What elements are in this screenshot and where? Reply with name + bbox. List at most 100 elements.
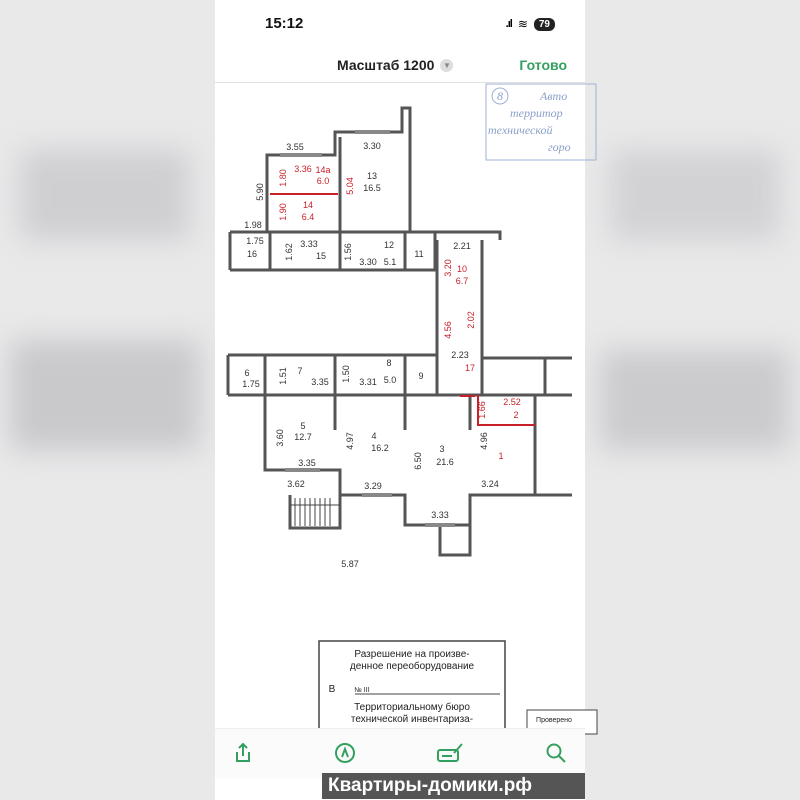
permit-text: Проверено [536,717,572,724]
dimension-label: 3.35 [311,377,329,387]
search-icon[interactable] [544,741,568,765]
dimension-label: 3.24 [481,479,499,489]
permit-box: Разрешение на произве- денное переоборуд… [318,640,598,737]
stamp-line: технической [488,123,553,137]
room-number: 1 [498,451,503,461]
room-area: 21.6 [436,457,454,467]
permit-text: Разрешение на произве- [354,649,469,660]
stamp-number: 8 [497,89,503,103]
room-labels: 3.55 3.30 3.36 14а 6.0 1.80 5.90 5.04 13… [242,141,521,569]
dimension-label: 3.55 [286,142,304,152]
dimension-label: 4.97 [345,432,355,450]
nav-bar: Масштаб 1200 ▼ Готово [215,52,585,83]
dimension-label: 5.87 [341,559,359,569]
share-icon[interactable] [231,741,255,765]
dimension-label: 3.36 [294,164,312,174]
stamp-line: территор [510,106,563,120]
room-number: 3 [439,444,444,454]
permit-text: Территориальному бюро [354,701,470,713]
room-area: 6.4 [302,212,315,222]
room-number: 13 [367,171,377,181]
room-number: 6 [244,368,249,378]
blurred-background [10,340,200,450]
red-partitions [270,193,535,426]
dimension-label: 3.30 [363,141,381,151]
stamp-line: горо [548,140,571,154]
dimension-label: 1.98 [244,220,262,230]
done-button[interactable]: Готово [519,57,567,73]
dimension-label: 3.33 [431,510,449,520]
room-area: 12.7 [294,432,312,442]
dimension-label: 3.31 [359,377,377,387]
dimension-label: 2.23 [451,350,469,360]
dimension-label: 5.04 [345,177,355,195]
room-number: 17 [465,363,475,373]
dimension-label: 4.56 [443,321,453,339]
permit-text: В [329,684,336,695]
dimension-label: 1.51 [278,367,288,385]
wifi-icon: ≋ [517,17,528,31]
signature-icon[interactable] [436,741,464,765]
status-time: 15:12 [265,15,304,32]
dimension-label: 3.20 [443,259,453,277]
walls [226,106,572,557]
dimension-label: 3.29 [364,481,382,491]
stamp-line: Авто [539,89,567,103]
room-number: 9 [418,371,423,381]
chevron-down-icon: ▼ [440,58,454,72]
watermark: Квартиры-домики.рф [322,773,585,799]
room-area: 5.1 [384,257,397,267]
dimension-label: 2.52 [503,397,521,407]
room-area: 16.2 [371,443,389,453]
dimension-label: 1.75 [242,379,260,389]
dimension-label: 1.62 [284,243,294,261]
dimension-label: 4.96 [479,432,489,450]
dimension-label: 3.35 [298,458,316,468]
blurred-background [610,150,780,240]
stairs [290,498,340,526]
dimension-label: 1.75 [246,236,264,246]
room-number: 2 [513,410,518,420]
blurred-background [20,150,190,240]
markup-icon[interactable] [333,741,357,765]
room-area: 16.5 [363,183,381,193]
dimension-label: 2.21 [453,241,471,251]
windows [280,130,455,527]
permit-text: № III [354,687,369,694]
room-number: 8 [386,358,391,368]
room-number: 12 [384,240,394,250]
dimension-label: 1.90 [278,203,288,221]
dimension-label: 2.02 [466,311,476,329]
room-number: 7 [297,366,302,376]
room-number: 14 [303,200,313,210]
dimension-label: 1.56 [343,243,353,261]
room-number: 15 [316,251,326,261]
room-number: 10 [457,264,467,274]
dimension-label: 3.60 [275,429,285,447]
room-area: 6.7 [456,276,469,286]
room-number: 14а [315,165,330,175]
toolbar-layer [215,0,585,800]
room-number: 16 [247,249,257,259]
status-icons: .ıl ≋ 79 [506,17,555,31]
permit-text: денное переоборудование [350,660,475,672]
dimension-label: 1.50 [341,365,351,383]
room-number: 11 [414,249,423,259]
room-area: 5.0 [384,375,397,385]
permit-text: технической инвентариза- [351,714,473,725]
dimension-label: 1.66 [477,401,487,419]
room-number: 5 [300,421,305,431]
bottom-toolbar [215,728,585,779]
room-number: 4 [371,431,376,441]
room-area: 6.0 [317,176,330,186]
dimension-label: 3.33 [300,239,318,249]
battery-indicator: 79 [533,17,555,31]
signal-icon: .ıl [505,18,513,30]
dimension-label: 1.80 [278,169,288,187]
stamp [485,83,597,161]
scale-title: Масштаб 1200 [337,57,435,73]
dimension-label: 3.62 [287,479,305,489]
blurred-background [600,350,790,450]
dimension-label: 5.90 [255,183,265,201]
scale-selector[interactable]: Масштаб 1200 ▼ [337,57,454,73]
